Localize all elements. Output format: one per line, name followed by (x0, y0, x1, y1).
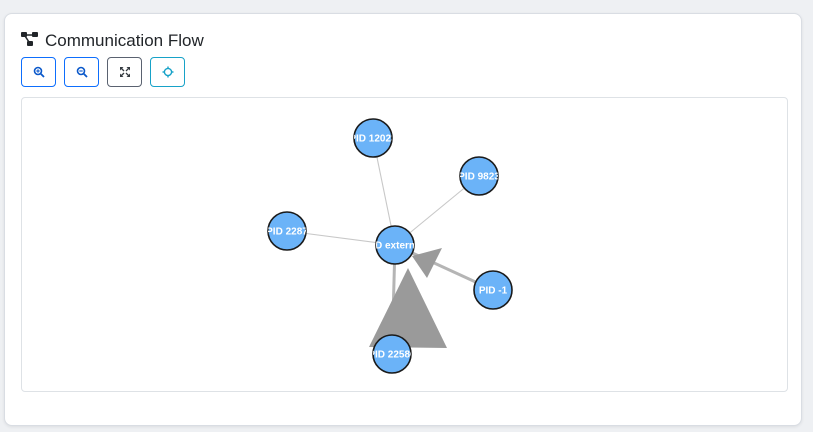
network-diagram-icon (21, 31, 39, 52)
node-circle (353, 118, 393, 158)
node-circle (375, 225, 415, 265)
panel-header: Communication Flow (21, 30, 204, 52)
node-label: PID -1 (479, 286, 508, 297)
graph-node-center[interactable]: D extern (375, 225, 415, 265)
panel-title: Communication Flow (45, 31, 204, 50)
node-label: PID 12023 (349, 134, 397, 145)
node-circle (372, 334, 412, 374)
node-label: PID 22586 (368, 350, 416, 361)
zoom-out-button[interactable] (64, 57, 99, 87)
arrowhead-n4-center (412, 248, 442, 278)
arrowhead-n5-center (369, 268, 447, 348)
graph-node-n4[interactable]: PID -1 (473, 270, 513, 310)
graph-node-n3[interactable]: PID 2287 (266, 211, 308, 251)
graph-node-n2[interactable]: PID 9823 (458, 156, 500, 196)
graph-node-n1[interactable]: PID 12023 (349, 118, 397, 158)
zoom-in-button[interactable] (21, 57, 56, 87)
node-circle (473, 270, 513, 310)
node-circle (267, 211, 307, 251)
fit-view-button[interactable] (107, 57, 142, 87)
fit-expand-icon (119, 67, 130, 77)
communication-flow-panel: Communication Flow (4, 13, 802, 426)
graph-toolbar (21, 57, 185, 87)
zoom-in-icon (33, 66, 45, 78)
graph-node-n5[interactable]: PID 22586 (368, 334, 416, 374)
node-circle (459, 156, 499, 196)
center-button[interactable] (150, 57, 185, 87)
node-label: PID 9823 (458, 172, 500, 183)
crosshair-icon (162, 66, 173, 78)
node-label: PID 2287 (266, 227, 308, 238)
node-label: D extern (375, 241, 415, 252)
zoom-out-icon (76, 66, 88, 78)
